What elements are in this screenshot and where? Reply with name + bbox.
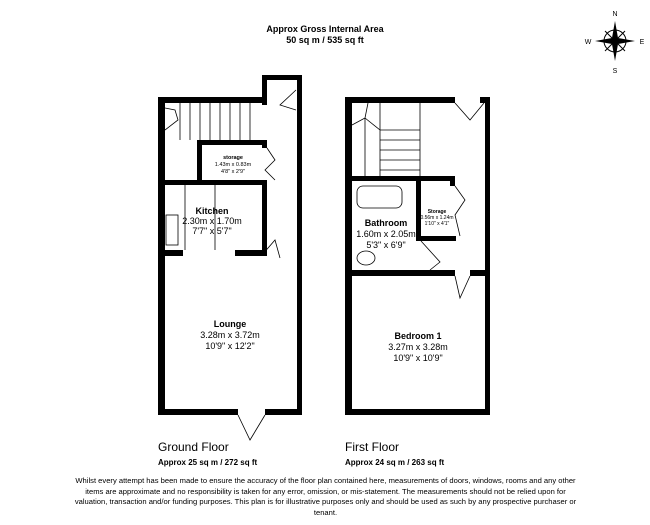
bath <box>356 185 403 209</box>
ground-floor-area: Approx 25 sq m / 272 sq ft <box>158 458 258 467</box>
room-metric: 1.60m x 2.05m <box>356 229 416 239</box>
room-imperial: 5'3" x 6'9" <box>366 240 405 250</box>
window <box>345 239 352 266</box>
window <box>195 409 229 415</box>
room-metric: 2.30m x 1.70m <box>182 216 242 226</box>
compass-w: W <box>585 39 592 46</box>
room-name: Storage <box>428 209 447 215</box>
total-area: 50 sq m / 535 sq ft <box>286 35 364 45</box>
room-labels: storage 1.43m x 0.83m 4'8" x 2'9" Kitche… <box>182 155 453 363</box>
ground-floor-walls <box>158 75 302 415</box>
room-imperial: 1'10" x 4'1" <box>425 221 450 227</box>
compass-n: N <box>612 11 617 18</box>
compass-s: S <box>613 68 618 75</box>
first-floor-walls <box>345 97 490 415</box>
front-door <box>237 414 266 441</box>
first-floor-label: First Floor <box>345 440 399 454</box>
room-metric: 3.28m x 3.72m <box>200 330 260 340</box>
compass-icon: N E S W <box>585 11 645 75</box>
window <box>345 149 352 166</box>
toilet <box>356 250 376 266</box>
room-imperial: 7'7" x 5'7" <box>192 226 231 236</box>
bedroom-door <box>454 275 471 300</box>
room-name: Lounge <box>214 319 247 329</box>
landing-door <box>454 102 485 121</box>
room-metric: 3.27m x 3.28m <box>388 342 448 352</box>
room-imperial: 10'9" x 10'9" <box>393 353 442 363</box>
sink <box>165 214 179 246</box>
room-name: Bathroom <box>365 218 408 228</box>
storage-door <box>454 185 466 237</box>
header: Approx Gross Internal Area 50 sq m / 535… <box>225 24 425 46</box>
first-floor-area: Approx 24 sq m / 263 sq ft <box>345 458 445 467</box>
bathroom-door <box>420 240 441 271</box>
room-imperial: 10'9" x 12'2" <box>205 341 254 351</box>
ground-stairs <box>164 103 251 140</box>
room-name: storage <box>223 155 243 161</box>
closet-door <box>279 89 297 111</box>
room-imperial: 4'8" x 2'9" <box>221 169 245 175</box>
window <box>158 264 165 321</box>
ground-floor-label: Ground Floor <box>158 440 229 454</box>
room-metric: 0.56m x 1.24m <box>420 215 453 221</box>
area-title: Approx Gross Internal Area <box>266 24 384 34</box>
window <box>158 214 165 246</box>
storage-door <box>264 147 276 181</box>
room-metric: 1.43m x 0.83m <box>215 162 252 168</box>
kitchen-door <box>261 239 281 259</box>
first-stairs <box>351 102 421 176</box>
room-name: Bedroom 1 <box>394 331 441 341</box>
disclaimer: Whilst every attempt has been made to en… <box>74 476 577 517</box>
compass-e: E <box>640 39 645 46</box>
room-name: Kitchen <box>195 206 228 216</box>
window <box>383 409 440 415</box>
